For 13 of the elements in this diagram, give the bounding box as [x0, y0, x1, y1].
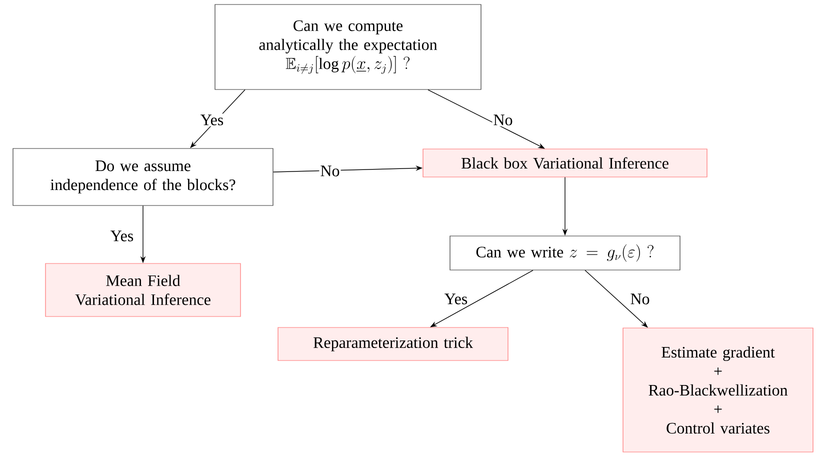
result-box: Mean Field Variational Inference — [45, 263, 241, 317]
question-box: Do we assume independence of the blocks? — [12, 148, 274, 206]
question-box: Can we compute analytically the expectation $\mathbb{E}_{i\neq j}[\log p(\underline{x}, z_j)]\ ?$ — [214, 4, 482, 90]
question-box: $\text{Can we write } z = g_{\nu}(\varepsilon)\ ?$ — [450, 236, 680, 270]
edge-label: Yes — [443, 292, 469, 306]
edge-label: No — [492, 114, 514, 126]
edge-label: No — [319, 164, 341, 178]
result-box: Reparameterization trick — [278, 327, 508, 361]
result-box: Black box Variational Inference — [422, 148, 708, 178]
edge-label: Yes — [199, 114, 225, 126]
result-box: Estimate gradient + Rao-Blackwellization + Control variates — [622, 328, 814, 452]
edge-label: Yes — [109, 230, 135, 242]
edge-label: No — [629, 292, 651, 306]
